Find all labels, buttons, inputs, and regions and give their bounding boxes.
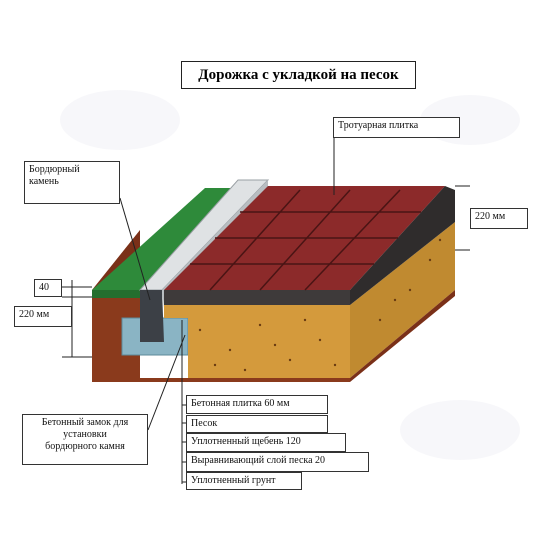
paving-front bbox=[164, 290, 350, 305]
label-curb-stone-line1: Бордюрный bbox=[29, 164, 80, 175]
leader-lines bbox=[62, 137, 470, 484]
label-layer-concrete-tile: Бетонная плитка 60 мм bbox=[186, 395, 328, 414]
page-title: Дорожка с укладкой на песок bbox=[181, 61, 416, 89]
soil-front bbox=[92, 290, 140, 382]
label-layer-compacted-soil: Уплотненный грунт bbox=[186, 472, 302, 490]
sand-front bbox=[164, 305, 350, 378]
soil-bottom bbox=[140, 378, 350, 382]
label-height-right: 220 мм bbox=[470, 208, 528, 229]
grass-top bbox=[92, 188, 235, 290]
tile-joints bbox=[190, 189, 421, 291]
label-layer-crushed-stone: Уплотненный щебень 120 bbox=[186, 433, 346, 452]
curb-front bbox=[140, 290, 164, 342]
label-concrete-lock: Бетонный замок для установки бордюрного … bbox=[22, 414, 148, 465]
label-layer-leveling-sand: Выравнивающий слой песка 20 bbox=[186, 452, 369, 472]
label-concrete-lock-line3: бордюрного камня bbox=[45, 441, 125, 452]
label-paving-tile: Тротуарная плитка bbox=[333, 117, 460, 138]
paving-side bbox=[350, 186, 455, 305]
label-curb-stone: Бордюрный камень bbox=[24, 161, 120, 204]
label-curb-stone-line2: камень bbox=[29, 176, 59, 187]
soil-bottom-side bbox=[350, 290, 455, 382]
label-concrete-lock-line2: установки bbox=[63, 429, 107, 440]
label-height-left: 220 мм bbox=[14, 306, 72, 327]
grass-front bbox=[92, 290, 140, 298]
label-layer-sand: Песок bbox=[186, 415, 328, 433]
label-dim-40: 40 bbox=[34, 279, 62, 297]
sand-speckles bbox=[198, 238, 442, 372]
label-concrete-lock-line1: Бетонный замок для bbox=[41, 417, 129, 428]
sand-side bbox=[350, 222, 455, 378]
